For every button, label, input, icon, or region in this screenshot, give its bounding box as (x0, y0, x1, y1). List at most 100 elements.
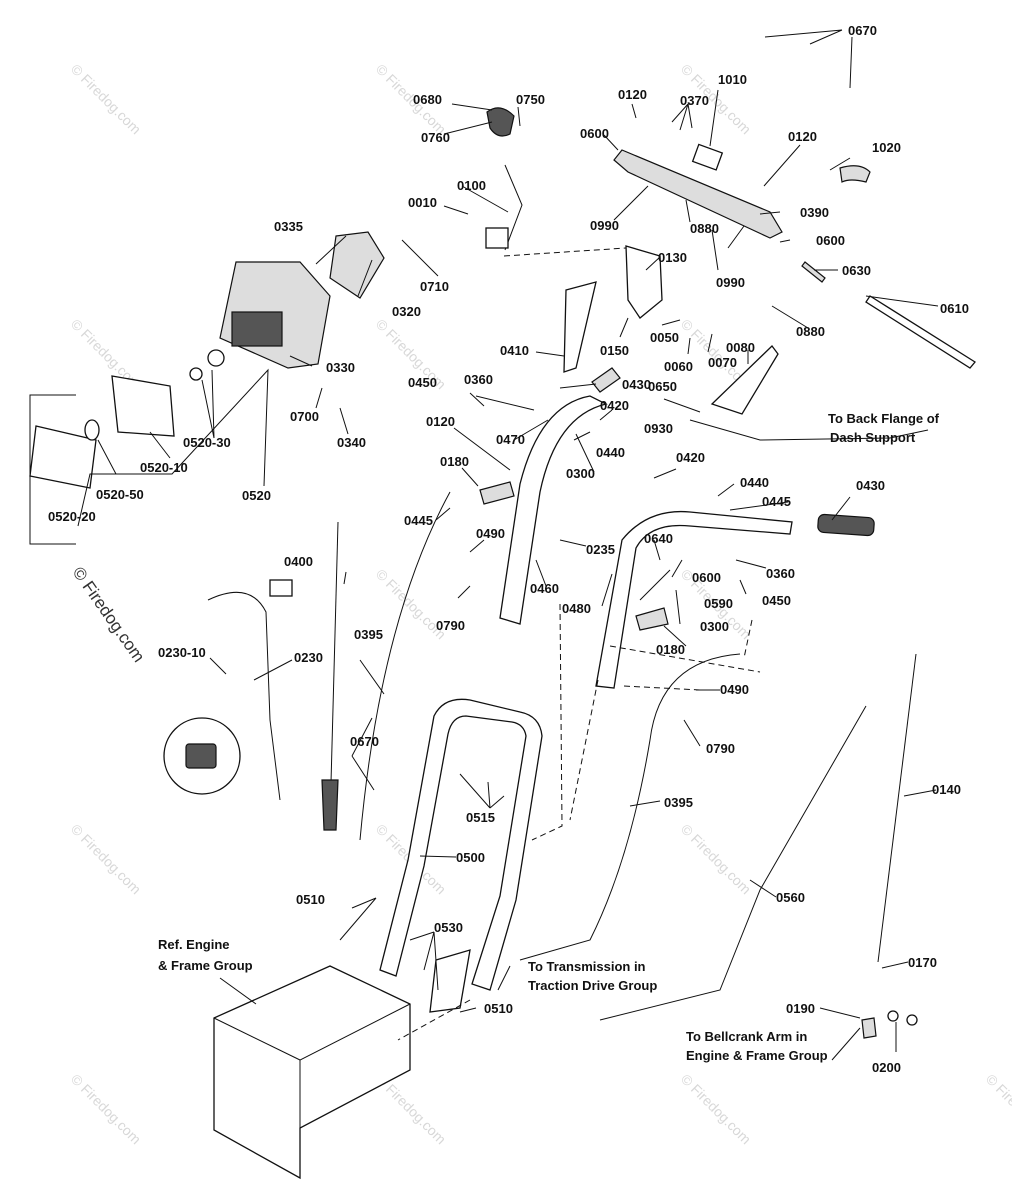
watermark-text: © Firedog.com (68, 1071, 144, 1147)
part-label: 0490 (476, 526, 505, 541)
part-label: 0680 (413, 92, 442, 107)
part-label: 0515 (466, 810, 495, 825)
part-label: 0520-20 (48, 509, 96, 524)
part-label: 0230-10 (158, 645, 206, 660)
part-label: 0990 (590, 218, 619, 233)
part-label: 0080 (726, 340, 755, 355)
handle-0500 (379, 698, 543, 991)
part-label: 0790 (706, 741, 735, 756)
note-back-flange: Dash Support (830, 430, 916, 445)
cable-0395b (519, 653, 741, 961)
watermark-text: © Firedog.com (983, 1071, 1012, 1147)
part-label: 0120 (426, 414, 455, 429)
note-ref-engine: & Frame Group (158, 958, 253, 973)
part-label: 0320 (392, 304, 421, 319)
part-label: 0120 (618, 87, 647, 102)
handle-0470 (499, 395, 608, 625)
part-label: 0330 (326, 360, 355, 375)
rod-0610 (865, 295, 976, 369)
part-label: 0600 (816, 233, 845, 248)
bracket-1010 (691, 143, 724, 171)
part-label: 0760 (421, 130, 450, 145)
part-label: 0590 (704, 596, 733, 611)
part-label: 0520-50 (96, 487, 144, 502)
cover-0320 (329, 231, 385, 299)
part-label: 1010 (718, 72, 747, 87)
note-bellcrank: Engine & Frame Group (686, 1048, 828, 1063)
bulb-0520-50 (84, 419, 100, 441)
plate-0500 (429, 949, 471, 1013)
part-labels: 0670 0680 0750 0760 0120 0370 1010 0600 … (48, 23, 969, 1075)
washer-0520-30 (189, 367, 203, 381)
washer-0200 (887, 1010, 899, 1022)
part-label: 0395 (664, 795, 693, 810)
part-label: 0520 (242, 488, 271, 503)
part-label: 0630 (842, 263, 871, 278)
frame-box (213, 965, 411, 1180)
note-back-flange: To Back Flange of (828, 411, 940, 426)
nut-0520-30 (207, 349, 225, 367)
part-label: 1020 (872, 140, 901, 155)
clip-0180b (635, 607, 669, 631)
fuse-0230-10 (185, 743, 217, 769)
harness-0230 (207, 591, 281, 801)
lens-window (231, 311, 283, 347)
clip-0180a (479, 481, 515, 505)
part-label: 0460 (530, 581, 559, 596)
part-label: 0400 (284, 554, 313, 569)
part-label: 0430 (622, 377, 651, 392)
spring-0400 (321, 779, 339, 831)
part-label: 0235 (586, 542, 615, 557)
part-label: 0930 (644, 421, 673, 436)
grip-0430a (591, 367, 621, 393)
part-label: 0450 (762, 593, 791, 608)
grip-0430b (817, 513, 875, 537)
part-label: 0650 (648, 379, 677, 394)
part-label: 0340 (337, 435, 366, 450)
part-label: 0790 (436, 618, 465, 633)
part-label: 0560 (776, 890, 805, 905)
note-transmission: Traction Drive Group (528, 978, 657, 993)
leader-lines (77, 29, 939, 1061)
part-label: 0670 (350, 734, 379, 749)
part-label: 0230 (294, 650, 323, 665)
part-label: 0600 (580, 126, 609, 141)
watermark-text: © Firedog.com (678, 821, 754, 897)
part-label: 0750 (516, 92, 545, 107)
part-label: 0410 (500, 343, 529, 358)
knob-0680 (486, 107, 515, 137)
note-transmission: To Transmission in (528, 959, 646, 974)
part-label: 0450 (408, 375, 437, 390)
watermark-text: © Firedog.com (68, 821, 144, 897)
part-label: 0010 (408, 195, 437, 210)
part-label: 0530 (434, 920, 463, 935)
part-label: 0520-30 (183, 435, 231, 450)
part-label: 0180 (656, 642, 685, 657)
watermark-text: © Firedog.com (69, 563, 149, 665)
handle-0480 (595, 510, 793, 689)
part-label: 0070 (708, 355, 737, 370)
part-label: 0395 (354, 627, 383, 642)
dashed-lines (397, 247, 761, 1041)
part-label: 0420 (676, 450, 705, 465)
part-label: 0880 (796, 324, 825, 339)
part-label: 0120 (788, 129, 817, 144)
part-label: 0140 (932, 782, 961, 797)
part-label: 0180 (440, 454, 469, 469)
part-label: 0440 (740, 475, 769, 490)
dash-panel (613, 149, 783, 239)
part-label: 0510 (484, 1001, 513, 1016)
part-label: 0480 (562, 601, 591, 616)
cable-0395a (359, 491, 451, 841)
part-label: 0100 (457, 178, 486, 193)
part-label: 0490 (720, 682, 749, 697)
cable-0560 (599, 705, 867, 1021)
part-label: 0130 (658, 250, 687, 265)
part-label: 0445 (404, 513, 433, 528)
part-label: 0600 (692, 570, 721, 585)
cable-0400 (329, 521, 339, 821)
part-label: 0520-10 (140, 460, 188, 475)
part-label: 0420 (600, 398, 629, 413)
watermark-text: © Firedog.com (678, 1071, 754, 1147)
